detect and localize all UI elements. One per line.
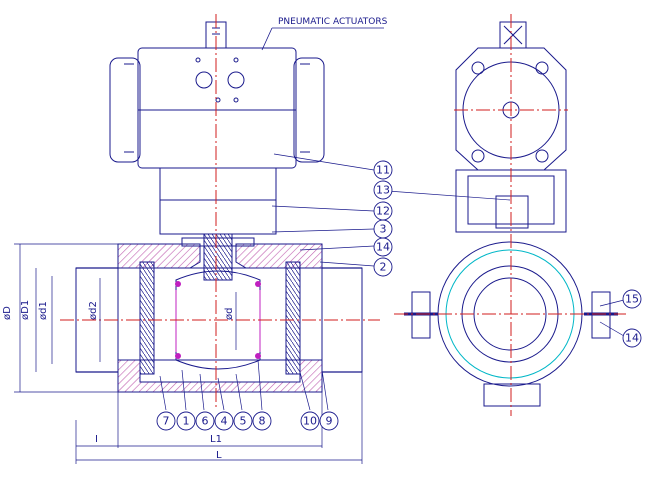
callout-12: 12 (373, 201, 393, 221)
callout-1: 1 (176, 411, 196, 431)
svg-text:6: 6 (202, 415, 209, 428)
svg-text:2: 2 (380, 261, 387, 274)
callout-3: 3 (373, 219, 393, 239)
svg-text:4: 4 (221, 415, 228, 428)
callout-15: 15 (622, 289, 642, 309)
dim-L1: L1 (210, 434, 222, 445)
mounting-bracket (159, 167, 277, 235)
callout-9: 9 (319, 411, 339, 431)
dimension-lines (14, 243, 363, 464)
callout-4: 4 (214, 411, 234, 431)
dim-D1: øD1 (20, 300, 31, 320)
svg-text:13: 13 (376, 184, 390, 197)
dim-d2: ød2 (88, 301, 99, 320)
svg-text:7: 7 (163, 415, 170, 428)
callout-11: 11 (373, 160, 393, 180)
callout-10: 10 (300, 411, 320, 431)
pneumatic-actuator (109, 47, 325, 169)
callout-6: 6 (195, 411, 215, 431)
callout-13: 13 (373, 180, 393, 200)
dim-d1: ød1 (38, 301, 49, 320)
callout-leaders (159, 153, 625, 411)
callout-7: 7 (156, 411, 176, 431)
svg-text:8: 8 (259, 415, 266, 428)
svg-text:14: 14 (376, 241, 390, 254)
front-view (14, 14, 380, 464)
front-centerlines (60, 14, 380, 410)
svg-text:3: 3 (380, 223, 387, 236)
actuator-title-callout: PNEUMATIC ACTUATORS (261, 17, 388, 51)
callout-2: 2 (373, 257, 393, 277)
svg-text:11: 11 (376, 164, 390, 177)
svg-text:9: 9 (326, 415, 333, 428)
svg-text:5: 5 (240, 415, 247, 428)
callout-8: 8 (252, 411, 272, 431)
side-centerlines (394, 14, 626, 416)
svg-text:1: 1 (183, 415, 190, 428)
svg-text:12: 12 (376, 205, 390, 218)
svg-text:10: 10 (303, 415, 317, 428)
callout-14a: 14 (373, 237, 393, 257)
dim-L: L (216, 450, 222, 461)
dim-I: I (95, 434, 98, 445)
callout-bubbles: 11 13 12 3 14 2 15 14 7 1 6 4 5 8 10 9 (156, 160, 642, 431)
callout-5: 5 (233, 411, 253, 431)
valve-body (75, 233, 363, 393)
svg-text:14: 14 (625, 332, 639, 345)
actuator-title: PNEUMATIC ACTUATORS (278, 17, 388, 27)
svg-text:15: 15 (625, 293, 639, 306)
callout-14b: 14 (622, 328, 642, 348)
dim-d: ød (224, 308, 235, 320)
dim-D: øD (2, 306, 13, 320)
